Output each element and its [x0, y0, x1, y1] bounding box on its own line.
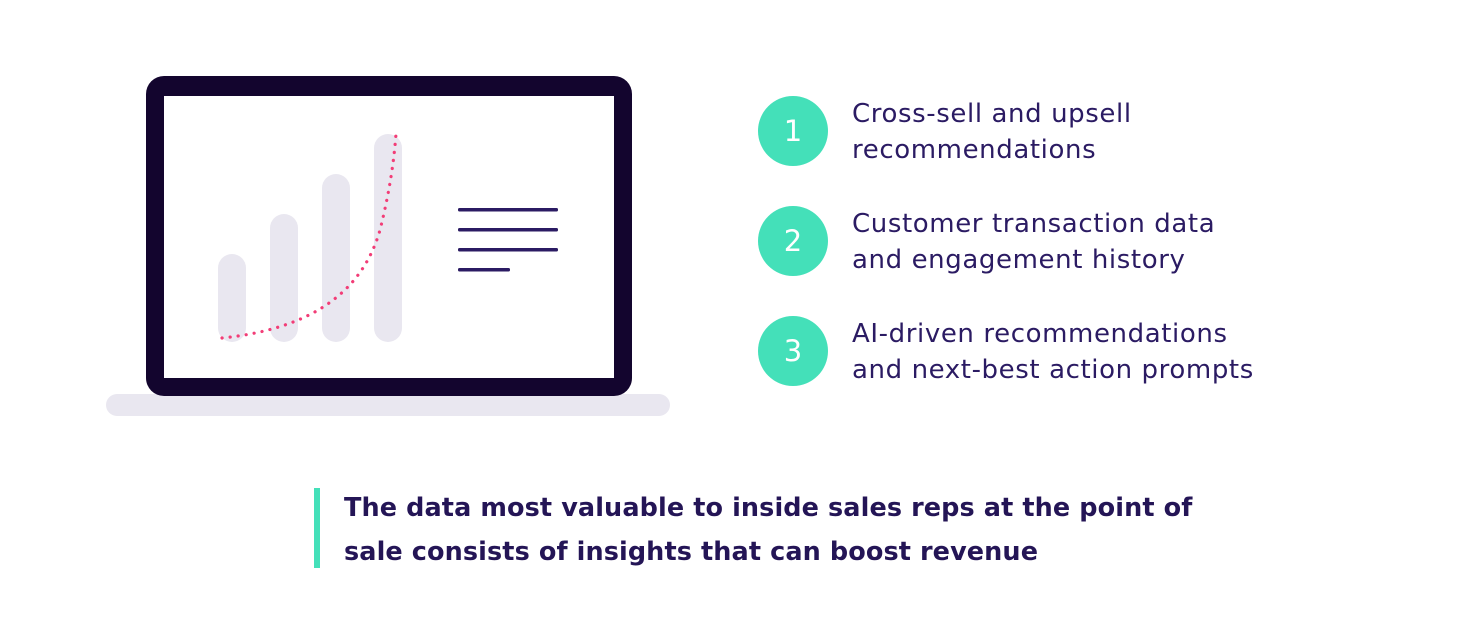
quote-line: The data most valuable to inside sales r…: [344, 493, 1193, 523]
chart-bar: [374, 134, 402, 342]
laptop-illustration: [106, 76, 670, 416]
growth-curve: [220, 132, 398, 340]
list-item-text: AI-driven recommendations and next-best …: [852, 316, 1352, 388]
number-badge: 3: [758, 316, 828, 386]
quote-text: The data most valuable to inside sales r…: [344, 486, 1204, 574]
list-item-line: and engagement history: [852, 245, 1186, 275]
chart-bar: [270, 214, 298, 342]
laptop-base: [106, 394, 670, 416]
number-badge: 1: [758, 96, 828, 166]
text-line-icon: [458, 248, 558, 252]
number-badge: 2: [758, 206, 828, 276]
pull-quote: The data most valuable to inside sales r…: [314, 488, 1194, 568]
laptop-hinge: [336, 396, 444, 402]
text-line-icon: [458, 268, 510, 272]
quote-accent-bar: [314, 488, 320, 568]
chart-bar: [322, 174, 350, 342]
list-item-line: Cross-sell and upsell: [852, 99, 1132, 129]
list-item-text: Cross-sell and upsell recommendations: [852, 96, 1352, 168]
list-item-line: AI-driven recommendations: [852, 319, 1228, 349]
list-item-line: and next-best action prompts: [852, 355, 1254, 385]
list-item-line: recommendations: [852, 135, 1097, 165]
text-line-icon: [458, 228, 558, 232]
chart-bar: [218, 254, 246, 342]
quote-line: sale consists of insights that can boost…: [344, 537, 1039, 567]
list-item-line: Customer transaction data: [852, 209, 1216, 239]
list-item-text: Customer transaction data and engagement…: [852, 206, 1352, 278]
list-item: 2 Customer transaction data and engageme…: [758, 206, 1358, 276]
list-item: 1 Cross-sell and upsell recommendations: [758, 96, 1358, 166]
text-line-icon: [458, 208, 558, 212]
list-item: 3 AI-driven recommendations and next-bes…: [758, 316, 1358, 386]
